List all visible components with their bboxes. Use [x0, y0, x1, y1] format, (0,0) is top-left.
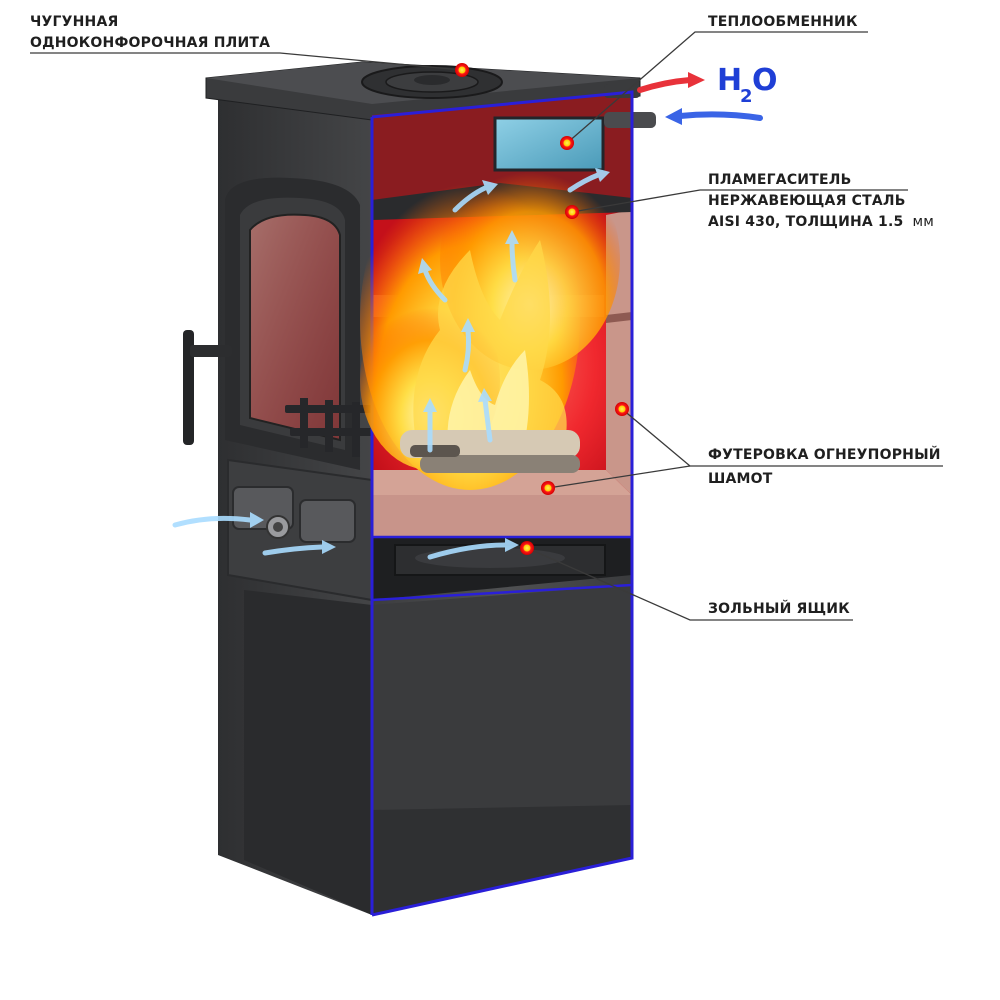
door-glass — [249, 213, 341, 442]
hotspot-marker — [520, 541, 534, 555]
h2o-label-o: O — [752, 63, 778, 98]
label-ash-box: ЗОЛЬНЫЙ ЯЩИК — [708, 600, 850, 617]
label-cooktop-line1: ЧУГУННАЯ — [30, 14, 118, 30]
hotspot-marker — [455, 63, 469, 77]
water-inlet-pipe — [604, 112, 656, 128]
air-intake-panel — [227, 458, 373, 602]
door-handle — [183, 330, 232, 445]
label-baffle-line3: AISI 430, ТОЛЩИНА 1.5 мм — [708, 214, 934, 230]
cold-water-in-arrow — [677, 111, 763, 121]
label-baffle-unit: мм — [913, 214, 935, 230]
label-cooktop-line2: ОДНОКОНФОРОЧНАЯ ПЛИТА — [30, 35, 270, 51]
hotspot-marker — [541, 481, 555, 495]
air-flow-arrows — [172, 168, 610, 560]
log-storage-niche — [244, 590, 372, 915]
label-baffle-line2: НЕРЖАВЕЮЩАЯ СТАЛЬ — [708, 193, 906, 209]
hotspot-marker — [560, 136, 574, 150]
hotspot-marker — [565, 205, 579, 219]
air-inlet-arrow — [250, 512, 264, 528]
firewood-logs — [400, 430, 580, 473]
hotspot-markers — [455, 63, 629, 555]
label-heat-exchanger: ТЕПЛООБМЕННИК — [708, 14, 858, 30]
water-flow-arrows: H 2 O — [637, 63, 778, 125]
air-inlet-arrow — [262, 544, 325, 556]
chamotte-lining-base — [372, 495, 632, 537]
leader-lines — [30, 31, 943, 621]
h2o-label-sub: 2 — [740, 86, 753, 107]
label-lining-line2: ШАМОТ — [708, 471, 773, 487]
hotspot-marker — [615, 402, 629, 416]
label-baffle-line1: ПЛАМЕГАСИТЕЛЬ — [708, 172, 851, 188]
air-inlet-arrow — [172, 515, 253, 528]
h2o-label-h: H — [717, 63, 742, 98]
label-lining-line1: ФУТЕРОВКА ОГНЕУПОРНЫЙ — [708, 446, 941, 463]
hot-water-out-arrow — [637, 77, 693, 93]
callout-labels: ЧУГУННАЯ ОДНОКОНФОРОЧНАЯ ПЛИТА ТЕПЛООБМЕ… — [30, 14, 941, 617]
label-baffle-spec: AISI 430, ТОЛЩИНА 1.5 — [708, 214, 903, 230]
fire-flames — [360, 150, 620, 490]
